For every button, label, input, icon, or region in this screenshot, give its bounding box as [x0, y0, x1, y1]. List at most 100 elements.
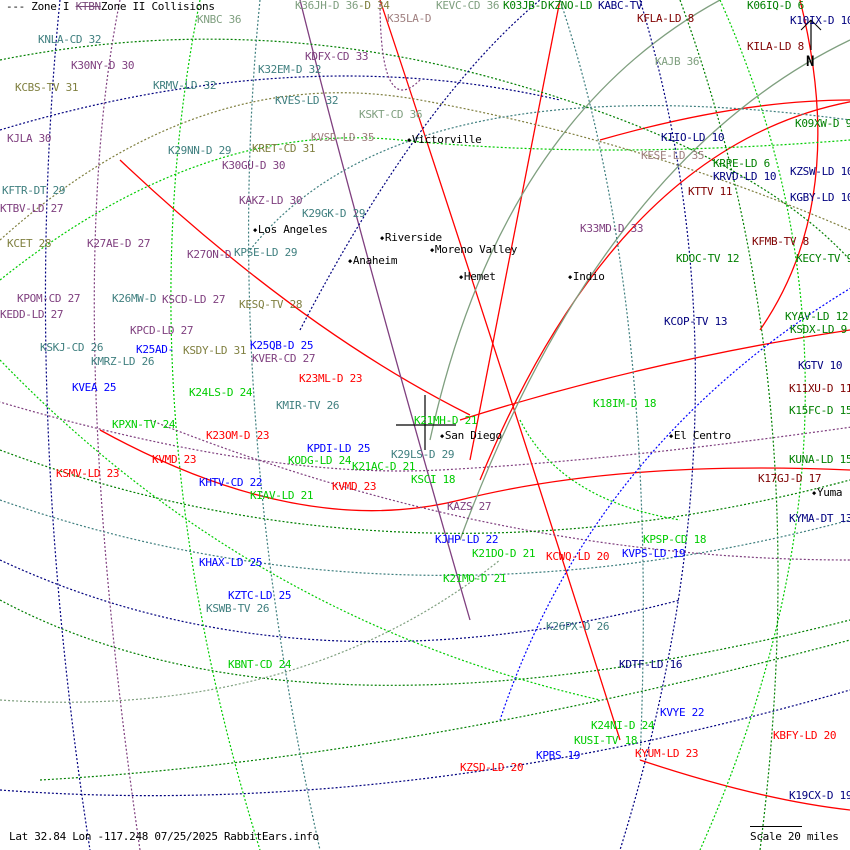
station-label[interactable]: KNBC 36 [197, 13, 242, 26]
station-label[interactable]: K17GJ-D 17 [758, 472, 822, 485]
station-label[interactable]: KCET 28 [7, 237, 52, 250]
station-label[interactable]: KILA-LD 8 [747, 40, 804, 53]
station-label[interactable]: KDFX-CD 33 [305, 50, 369, 63]
station-label[interactable]: KVEA 25 [72, 381, 117, 394]
station-label[interactable]: KHAX-LD 25 [199, 556, 263, 569]
station-label[interactable]: KODG-LD 24 [288, 454, 352, 467]
station-label[interactable]: KJHP-LD 22 [435, 533, 499, 546]
station-label[interactable]: KPXN-TV 24 [112, 418, 176, 431]
station-label[interactable]: K21MH-D 21 [414, 414, 478, 427]
station-label[interactable]: K23OM-D 23 [206, 429, 270, 442]
station-label[interactable]: KDTF-LD 16 [619, 658, 683, 671]
station-label[interactable]: KYUM-LD 23 [635, 747, 699, 760]
station-label[interactable]: K21MO-D 21 [443, 572, 507, 585]
station-label[interactable]: KSCD-LD 27 [162, 293, 226, 306]
station-label[interactable]: K21DO-D 21 [472, 547, 536, 560]
station-label[interactable]: KVYE 22 [660, 706, 705, 719]
station-label[interactable]: -D 34 [358, 0, 390, 12]
station-label[interactable]: KVMD 23 [332, 480, 377, 493]
station-label[interactable]: KPSP-CD 18 [643, 533, 707, 546]
station-label[interactable]: K03JB-D [503, 0, 548, 12]
station-label[interactable]: KAKZ-LD 30 [239, 194, 303, 207]
station-label[interactable]: KPOM-CD 27 [17, 292, 81, 305]
station-label[interactable]: KRPE-LD 6 [713, 157, 770, 170]
station-label[interactable]: KBNT-CD 24 [228, 658, 292, 671]
station-label[interactable]: KUSI-TV 18 [574, 734, 638, 747]
station-label[interactable]: K21AC-D 21 [352, 460, 416, 473]
station-label[interactable]: KESQ-TV 28 [239, 298, 303, 311]
station-label[interactable]: KGTV 10 [798, 359, 843, 372]
station-label[interactable]: KMIR-TV 26 [276, 399, 340, 412]
station-label[interactable]: K33MD-D 33 [580, 222, 644, 235]
station-label[interactable]: KSDX-LD 9 [790, 323, 847, 336]
station-label[interactable]: K36JH-D 36 [295, 0, 359, 12]
station-label[interactable]: KZTC-LD 25 [228, 589, 292, 602]
station-label[interactable]: K15FC-D 15 [789, 404, 850, 417]
station-label[interactable]: KTTV 11 [688, 185, 733, 198]
station-label[interactable]: K26PX-D 26 [546, 620, 610, 633]
station-label[interactable]: KVPS-LD 19 [622, 547, 686, 560]
station-label[interactable]: KZSD-LD 20 [460, 761, 524, 774]
station-label[interactable]: KUNA-LD 15 [789, 453, 850, 466]
station-label[interactable]: KZNO-LD [548, 0, 593, 12]
station-label[interactable]: KABC-TV [598, 0, 643, 12]
station-label[interactable]: KIAV-LD 21 [250, 489, 314, 502]
station-label[interactable]: KCOP-TV 13 [664, 315, 728, 328]
station-label[interactable]: K18IM-D 18 [593, 397, 657, 410]
station-label[interactable]: KAJB 36 [655, 55, 700, 68]
station-label[interactable]: KCBS-TV 31 [15, 81, 79, 94]
station-label[interactable]: KEVC-CD 36 [436, 0, 500, 12]
station-label[interactable]: KYAV-LD 12 [785, 310, 849, 323]
station-label[interactable]: K09XW-D 9 [795, 117, 850, 130]
station-label[interactable]: KRMV-LD 32 [153, 79, 217, 92]
station-label[interactable]: KGBY-LD 10 [790, 191, 850, 204]
station-label[interactable]: KNLA-CD 32 [38, 33, 102, 46]
station-label[interactable]: KCWQ-LD 20 [546, 550, 610, 563]
station-label[interactable]: KSKJ-CD 26 [40, 341, 104, 354]
station-label[interactable]: K25QB-D 25 [250, 339, 314, 352]
station-label[interactable]: KFLA-LD 8 [637, 12, 694, 25]
station-label[interactable]: KVMD 23 [152, 453, 197, 466]
station-label[interactable]: K32EM-D 32 [258, 63, 322, 76]
station-label[interactable]: KVER-CD 27 [252, 352, 316, 365]
station-label[interactable]: KZSW-LD 10 [790, 165, 850, 178]
station-label[interactable]: K27ON-D [187, 248, 232, 261]
station-label[interactable]: KPBS 19 [536, 749, 581, 762]
station-label[interactable]: KFTR-DT 29 [2, 184, 66, 197]
station-label[interactable]: KBFY-LD 20 [773, 729, 837, 742]
station-label[interactable]: K11XU-D 11 [789, 382, 850, 395]
station-label[interactable]: K27AE-D 27 [87, 237, 151, 250]
station-label[interactable]: K24NI-D 24 [591, 719, 655, 732]
station-label[interactable]: KPDI-LD 25 [307, 442, 371, 455]
station-label[interactable]: K29NN-D 29 [168, 144, 232, 157]
station-label[interactable]: KRET-CD 31 [252, 142, 316, 155]
station-label[interactable]: K19CX-D 19 [789, 789, 850, 802]
station-label[interactable]: KECY-TV 9 [796, 252, 850, 265]
station-label[interactable]: KRVD-LD 10 [713, 170, 777, 183]
station-label[interactable]: KSCI 18 [411, 473, 456, 486]
station-label[interactable]: K06IQ-D 6 [747, 0, 804, 12]
station-label[interactable]: KYMA-DT 13 [789, 512, 850, 525]
station-label[interactable]: KSMV-LD 23 [56, 467, 120, 480]
station-label[interactable]: KEDD-LD 27 [0, 308, 64, 321]
station-label[interactable]: KSKT-CD 36 [359, 108, 423, 121]
station-label[interactable]: K23ML-D 23 [299, 372, 363, 385]
station-label[interactable]: KTBV-LD 27 [0, 202, 64, 215]
station-label[interactable]: KESE-LD 35 [641, 149, 705, 162]
station-label[interactable]: K26MW-D [112, 292, 157, 305]
station-label[interactable]: KJLA 30 [7, 132, 52, 145]
station-label[interactable]: KHTV-CD 22 [199, 476, 263, 489]
station-label[interactable]: KFMB-TV 8 [752, 235, 809, 248]
station-label[interactable]: K24LS-D 24 [189, 386, 253, 399]
station-label[interactable]: K29GK-D 29 [302, 207, 366, 220]
station-label[interactable]: KAZS 27 [447, 500, 492, 513]
station-label[interactable]: KMRZ-LD 26 [91, 355, 155, 368]
station-label[interactable]: K30NY-D 30 [71, 59, 135, 72]
station-label[interactable]: KDOC-TV 12 [676, 252, 740, 265]
station-label[interactable]: KVSD-LD 35 [311, 131, 375, 144]
station-label[interactable]: KPCD-LD 27 [130, 324, 194, 337]
station-label[interactable]: KVES-LD 32 [275, 94, 339, 107]
station-label[interactable]: K25AD- [136, 343, 174, 356]
station-label[interactable]: K35LA-D [387, 12, 432, 25]
